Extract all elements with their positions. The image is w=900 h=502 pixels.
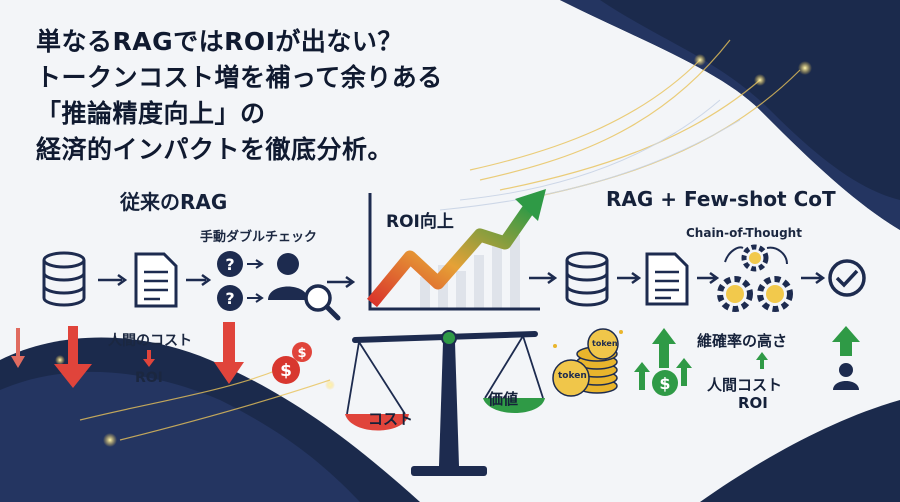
svg-text:$: $ <box>280 361 292 381</box>
token-coins-icon <box>552 328 623 397</box>
arrow-to-chart <box>327 275 356 289</box>
svg-text:$: $ <box>659 374 670 393</box>
balance-scale-icon <box>345 330 545 476</box>
roi-up-label: ROI向上 <box>386 212 454 232</box>
accuracy-label: 維確率の高さ <box>697 332 788 350</box>
token-label-1: token <box>558 371 587 381</box>
svg-text:?: ? <box>225 289 234 308</box>
double-check-label: 手動ダブルチェック <box>200 230 318 245</box>
roi-growth-chart <box>366 189 546 311</box>
down-arrow-mid-icon <box>214 322 244 384</box>
title-line-1: 単なるRAGではROIが出ない？ <box>36 27 403 56</box>
person-up-icon <box>832 326 860 390</box>
check-circle-icon <box>828 259 866 297</box>
down-arrow-small-icon <box>11 328 25 368</box>
token-label-2: token <box>592 339 618 348</box>
left-heading: 従来のRAG <box>120 190 228 214</box>
question-icon: ? ? <box>217 251 243 311</box>
human-cost-label-right: 人間コスト <box>707 376 783 394</box>
document-icon-right <box>645 252 689 306</box>
value-pan-label: 価値 <box>488 390 519 408</box>
down-arrow-tiny-icon <box>143 350 155 367</box>
roi-label-left: ROI <box>135 370 163 386</box>
dollar-coin-icon: $ $ <box>272 342 312 384</box>
up-arrows-icon <box>634 328 692 390</box>
dollar-green-icon: $ <box>652 370 678 396</box>
database-icon-right <box>565 251 609 307</box>
document-icon <box>134 252 178 308</box>
svg-text:$: $ <box>297 346 306 361</box>
gear-bulb-icon <box>717 244 793 312</box>
cot-label: Chain-of-Thought <box>686 226 802 240</box>
svg-text:?: ? <box>225 255 234 274</box>
roi-label-right: ROI <box>738 394 768 412</box>
title-line-4: 経済的インパクトを徹底分析。 <box>36 135 394 164</box>
human-cost-label-left: 人間のコスト <box>108 333 192 349</box>
right-flow <box>529 244 866 312</box>
up-arrow-tiny-icon <box>756 352 768 369</box>
cost-pan-label: コスト <box>368 410 414 428</box>
right-heading: RAG + Few-shot CoT <box>606 187 836 211</box>
down-arrow-large-icon <box>54 326 92 388</box>
database-icon <box>42 251 86 307</box>
person-magnifier-icon <box>268 253 341 321</box>
left-flow: ? ? <box>42 251 341 321</box>
title-line-2: トークンコスト増を補って余りある <box>36 63 443 92</box>
title-line-3: 「推論精度向上」の <box>36 99 266 128</box>
